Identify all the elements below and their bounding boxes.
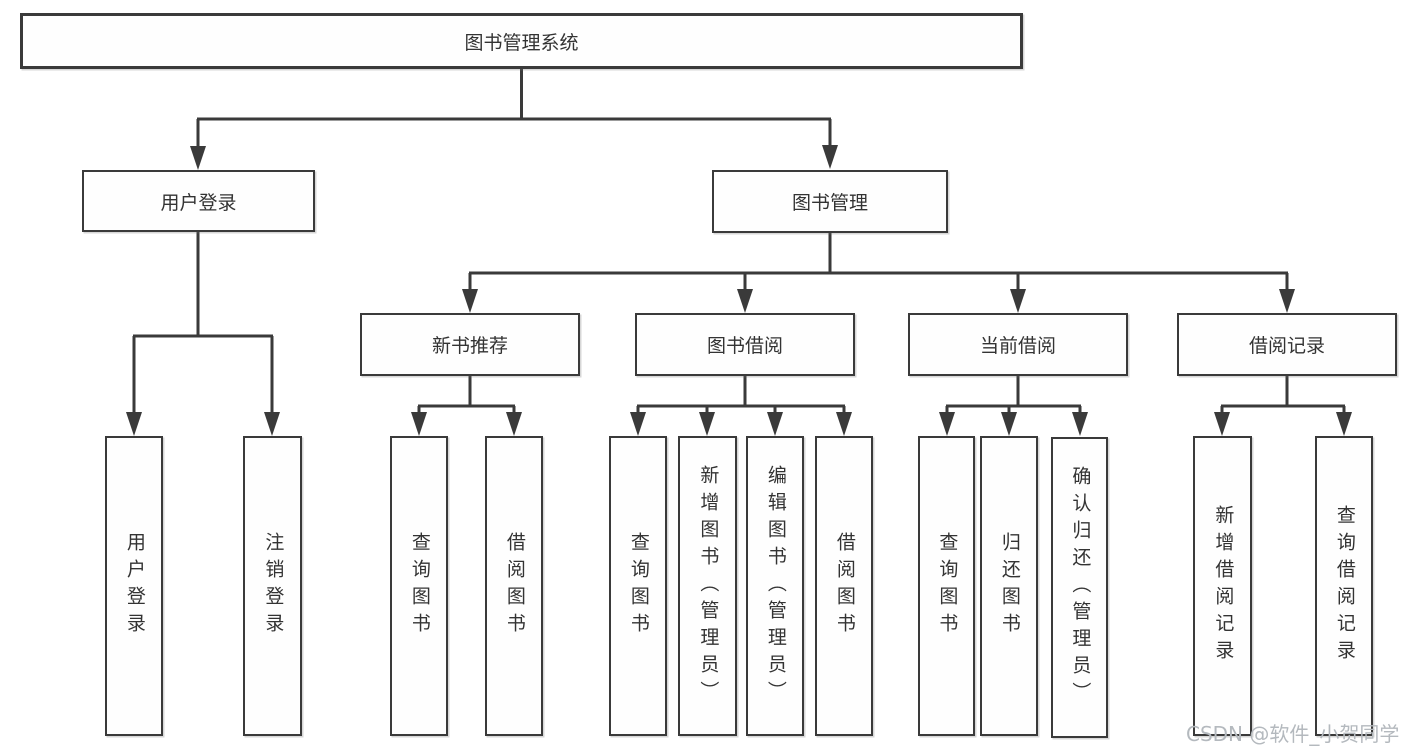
leaf-query-books-borrowing-label: 查询图书 (627, 532, 650, 640)
node-new-book-recommendation: 新书推荐 (360, 313, 580, 376)
leaf-query-borrow-record: 查询借阅记录 (1315, 436, 1373, 736)
csdn-watermark: CSDN @软件_小贺同学 (1186, 722, 1400, 746)
leaf-return-book: 归还图书 (980, 436, 1038, 736)
leaf-query-books-borrowing: 查询图书 (609, 436, 667, 736)
leaf-add-book-admin-label: 新增图书（管理员） (697, 464, 720, 708)
leaf-user-login-label: 用户登录 (123, 532, 146, 640)
leaf-add-borrow-record-label: 新增借阅记录 (1212, 505, 1235, 667)
node-library-management-system: 图书管理系统 (20, 13, 1023, 69)
node-borrowing-records: 借阅记录 (1177, 313, 1397, 376)
leaf-confirm-return-admin: 确认归还（管理员） (1051, 437, 1108, 738)
leaf-borrow-books-borrowing: 借阅图书 (815, 436, 873, 736)
node-book-management: 图书管理 (712, 170, 948, 233)
leaf-borrow-books-newbooks: 借阅图书 (485, 436, 543, 736)
node-user-login: 用户登录 (82, 170, 315, 232)
leaf-query-books-newbooks: 查询图书 (390, 436, 448, 736)
leaf-query-borrow-record-label: 查询借阅记录 (1333, 505, 1356, 667)
leaf-logout-label: 注销登录 (262, 532, 285, 640)
leaf-add-book-admin: 新增图书（管理员） (678, 436, 737, 736)
node-current-borrowing: 当前借阅 (908, 313, 1128, 376)
leaf-confirm-return-admin-label: 确认归还（管理员） (1069, 466, 1092, 709)
leaf-user-login: 用户登录 (105, 436, 163, 736)
leaf-borrow-books-borrowing-label: 借阅图书 (833, 532, 856, 640)
node-book-borrowing: 图书借阅 (635, 313, 855, 376)
leaf-query-books-current-label: 查询图书 (936, 532, 959, 640)
leaf-query-books-newbooks-label: 查询图书 (408, 532, 431, 640)
leaf-edit-book-admin-label: 编辑图书（管理员） (764, 464, 787, 708)
leaf-logout: 注销登录 (243, 436, 302, 736)
leaf-return-book-label: 归还图书 (998, 532, 1021, 640)
leaf-edit-book-admin: 编辑图书（管理员） (746, 436, 804, 736)
leaf-add-borrow-record: 新增借阅记录 (1193, 436, 1252, 736)
leaf-borrow-books-newbooks-label: 借阅图书 (503, 532, 526, 640)
leaf-query-books-current: 查询图书 (918, 436, 975, 736)
